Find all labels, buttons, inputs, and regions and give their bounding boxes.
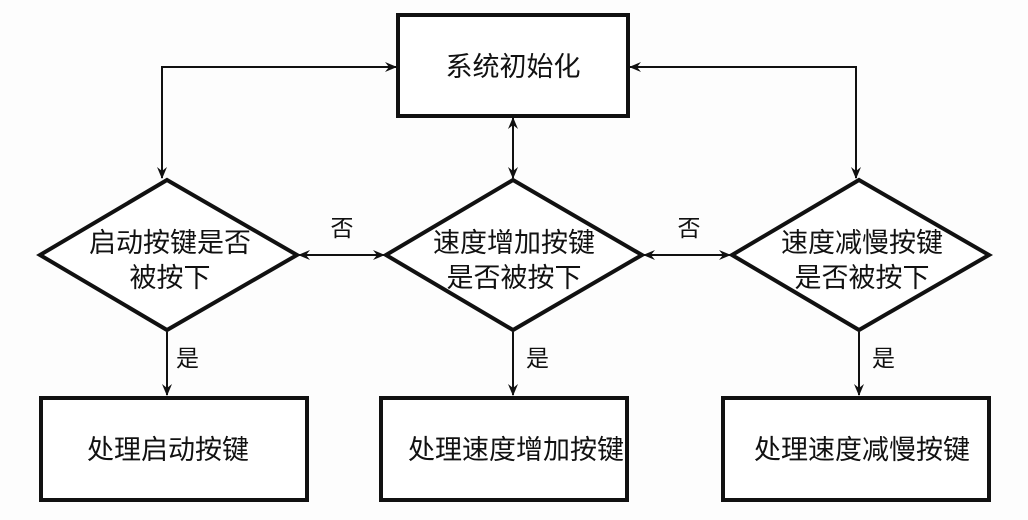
decision-start-line-1: 启动按键是否	[89, 228, 251, 259]
decision-start-pressed: 启动按键是否 被按下	[36, 177, 302, 333]
node-system-init-label: 系统初始化	[446, 52, 581, 83]
process-speed-up-key: 处理速度增加按键	[379, 396, 629, 502]
edge-yes-speed-up: 是	[508, 332, 549, 396]
edge-no-start-to-speed-up: 否	[298, 216, 385, 260]
decision-speed-up-pressed: 速度增加按键 是否被按下	[382, 177, 646, 333]
edge-init-decision-speed-down	[629, 62, 861, 179]
edge-init-decision-start	[157, 62, 397, 179]
process-speed-down-key-label: 处理速度减慢按键	[754, 435, 970, 466]
edge-yes-start: 是	[162, 332, 199, 396]
process-speed-down-key: 处理速度减慢按键	[721, 396, 991, 502]
decision-speed-up-line-1: 速度增加按键	[433, 228, 595, 259]
decision-speed-down-line-1: 速度减慢按键	[781, 228, 943, 259]
edge-no-speed-up-to-speed-down: 否	[643, 216, 731, 260]
decision-speed-up-line-2: 是否被按下	[447, 263, 582, 294]
decision-speed-down-pressed: 速度减慢按键 是否被按下	[728, 177, 994, 333]
process-speed-up-key-label: 处理速度增加按键	[408, 435, 624, 466]
edge-label-yes-3: 是	[872, 346, 895, 372]
decision-speed-down-line-2: 是否被按下	[795, 263, 930, 294]
edge-label-yes-1: 是	[176, 346, 199, 372]
process-start-key-label: 处理启动按键	[87, 435, 249, 466]
edge-label-no-1: 否	[331, 216, 354, 242]
decision-start-line-2: 被按下	[130, 263, 211, 294]
edge-label-no-2: 否	[678, 216, 701, 242]
edge-yes-speed-down: 是	[854, 332, 895, 396]
edge-label-yes-2: 是	[526, 346, 549, 372]
process-start-key: 处理启动按键	[39, 396, 309, 502]
node-system-init: 系统初始化	[396, 13, 630, 118]
